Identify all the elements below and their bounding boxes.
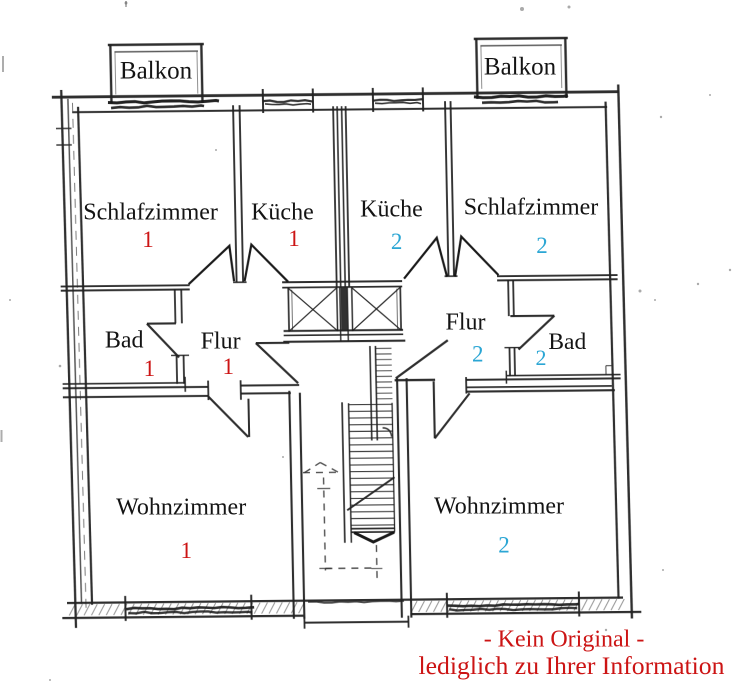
svg-text:1: 1 xyxy=(288,226,300,251)
svg-text:Schlafzimmer: Schlafzimmer xyxy=(464,194,599,220)
svg-text:Bad: Bad xyxy=(548,329,586,355)
svg-text:Schlafzimmer: Schlafzimmer xyxy=(83,199,218,225)
svg-text:Wohnzimmer: Wohnzimmer xyxy=(434,493,564,519)
svg-text:2: 2 xyxy=(536,345,547,370)
svg-text:Flur: Flur xyxy=(445,309,485,335)
svg-text:1: 1 xyxy=(181,538,193,563)
svg-text:Flur: Flur xyxy=(201,328,241,354)
svg-text:2: 2 xyxy=(536,233,548,258)
svg-text:2: 2 xyxy=(498,532,510,557)
svg-text:1: 1 xyxy=(144,356,156,381)
svg-text:Küche: Küche xyxy=(360,196,423,222)
svg-text:1: 1 xyxy=(222,354,234,379)
svg-text:1: 1 xyxy=(142,227,154,252)
svg-text:Balkon: Balkon xyxy=(120,58,193,85)
svg-text:Wohnzimmer: Wohnzimmer xyxy=(116,494,246,520)
svg-text:- Kein Original -: - Kein Original - xyxy=(484,626,645,652)
svg-text:2: 2 xyxy=(472,341,484,366)
svg-text:Balkon: Balkon xyxy=(484,54,557,81)
svg-text:Küche: Küche xyxy=(251,199,314,225)
svg-text:lediglich zu Ihrer Information: lediglich zu Ihrer Information xyxy=(419,651,725,680)
svg-text:Bad: Bad xyxy=(105,327,144,353)
svg-text:2: 2 xyxy=(391,229,403,254)
